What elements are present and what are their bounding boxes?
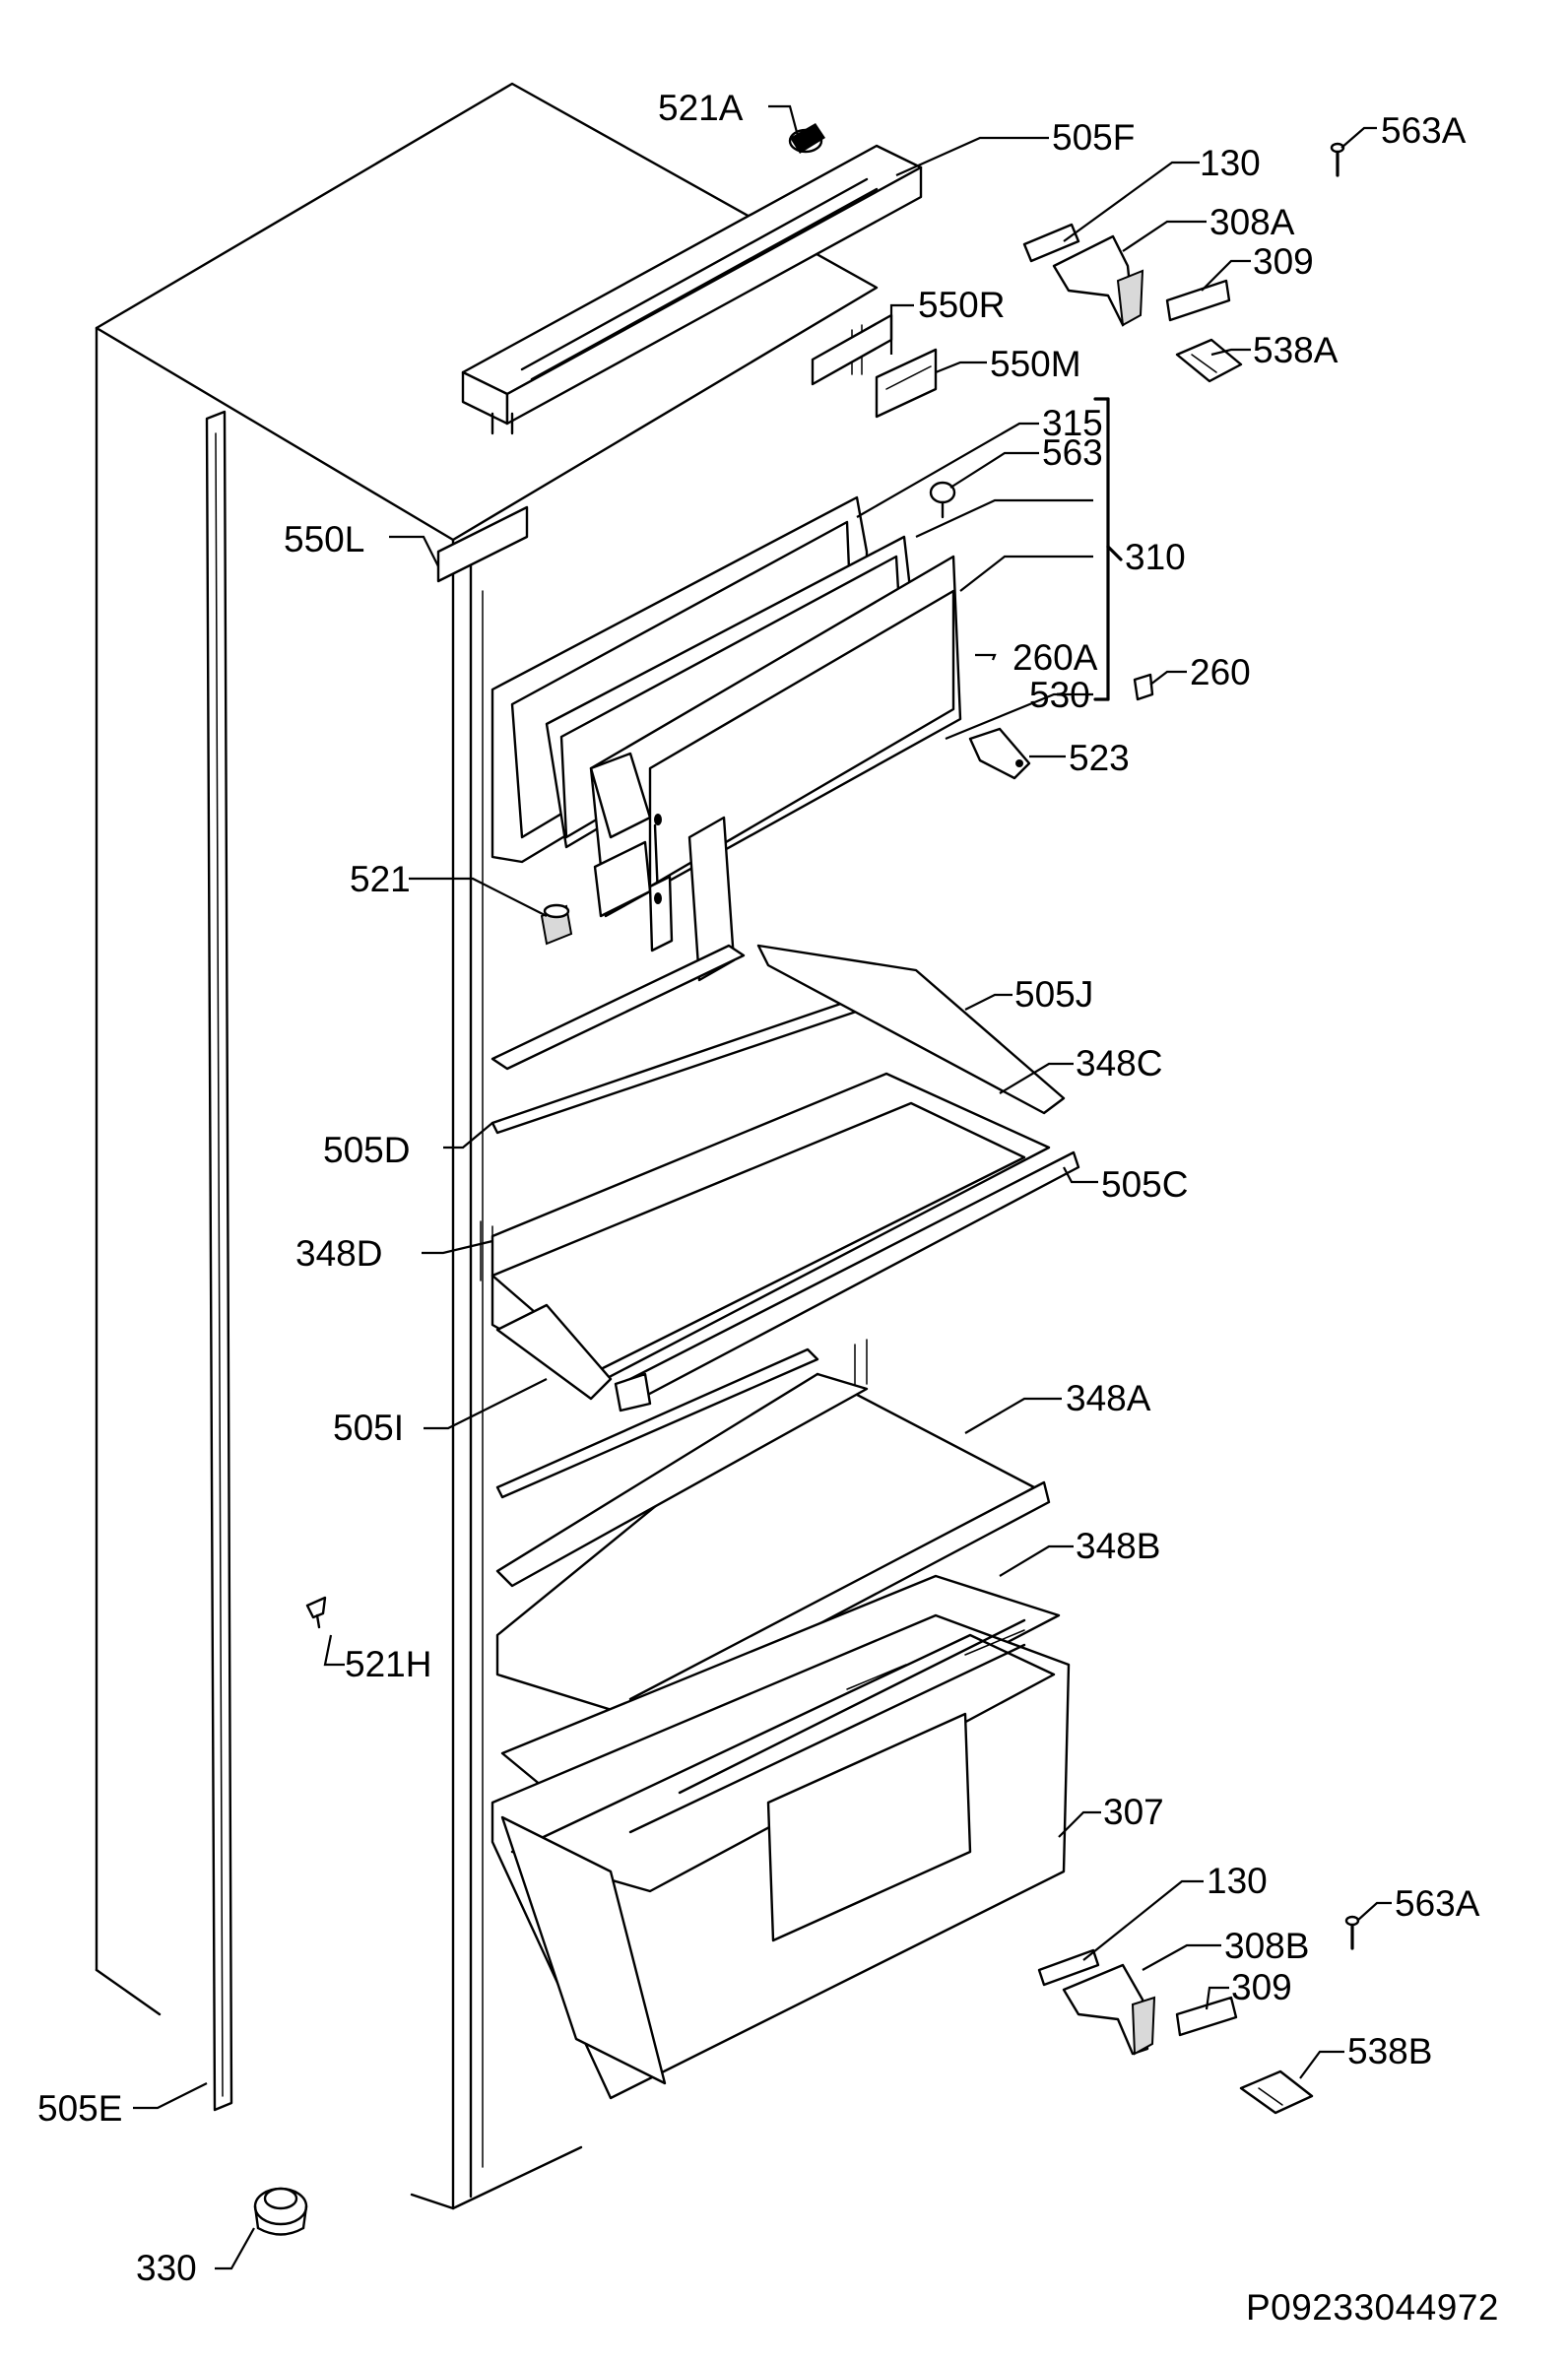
label-260a: 260A xyxy=(1013,637,1098,678)
label-521: 521 xyxy=(350,859,411,899)
label-308a: 308A xyxy=(1209,202,1295,242)
label-505d: 505D xyxy=(323,1130,410,1170)
label-521h: 521H xyxy=(345,1644,431,1684)
label-550m: 550M xyxy=(990,344,1081,384)
crisper-drawer xyxy=(490,1574,1071,2100)
label-505j: 505J xyxy=(1014,974,1093,1015)
label-563a-bottom: 563A xyxy=(1395,1883,1480,1924)
label-130-top: 130 xyxy=(1200,143,1261,183)
label-330: 330 xyxy=(136,2248,197,2288)
label-505e: 505E xyxy=(37,2088,122,2129)
label-521a-top: 521A xyxy=(658,88,744,128)
label-348d: 348D xyxy=(295,1233,382,1274)
freezer-door-assembly xyxy=(490,495,962,982)
cover-plates xyxy=(436,313,938,583)
bottom-hinge-parts xyxy=(1037,1915,1360,2115)
latch-parts xyxy=(968,673,1154,780)
label-310: 310 xyxy=(1125,537,1186,577)
screw-563 xyxy=(929,481,956,519)
lower-glass-shelf xyxy=(495,1347,1051,1721)
label-523: 523 xyxy=(1069,738,1130,778)
label-348a: 348A xyxy=(1066,1378,1151,1418)
label-307: 307 xyxy=(1103,1792,1164,1832)
screw-521H xyxy=(305,1596,327,1629)
label-563: 563 xyxy=(1042,432,1103,473)
drawing-code: P09233044972 xyxy=(1245,2287,1499,2328)
top-hinge-parts xyxy=(1022,142,1345,383)
label-550r: 550R xyxy=(918,285,1005,325)
label-505f: 505F xyxy=(1052,117,1135,158)
label-130-bottom: 130 xyxy=(1207,1861,1268,1901)
label-309-bottom: 309 xyxy=(1231,1967,1292,2007)
door-gasket-strip xyxy=(205,410,233,2112)
label-505i: 505I xyxy=(333,1408,404,1448)
label-348c: 348C xyxy=(1076,1043,1162,1084)
label-505c: 505C xyxy=(1101,1164,1188,1205)
label-530: 530 xyxy=(1029,675,1090,715)
part-labels: 521A 505F 563A 130 308A 309 550R 538A 55… xyxy=(37,88,1480,2288)
leader-lines xyxy=(133,104,1392,2270)
label-538a: 538A xyxy=(1253,330,1339,370)
label-308b: 308B xyxy=(1224,1926,1309,1966)
label-260: 260 xyxy=(1190,652,1251,692)
label-563a-top: 563A xyxy=(1381,110,1467,151)
top-hinge-bracket xyxy=(461,123,923,435)
cabinet-body xyxy=(95,82,879,2210)
label-348b: 348B xyxy=(1076,1526,1160,1566)
label-538b: 538B xyxy=(1347,2031,1432,2071)
label-309-top: 309 xyxy=(1253,241,1314,282)
adjustable-foot xyxy=(253,2187,308,2236)
upper-glass-shelf xyxy=(490,944,1080,1412)
label-315: 315 xyxy=(1042,403,1103,443)
hinge-pin xyxy=(540,903,573,946)
bracket-310 xyxy=(1093,397,1123,701)
label-550l: 550L xyxy=(284,519,364,559)
